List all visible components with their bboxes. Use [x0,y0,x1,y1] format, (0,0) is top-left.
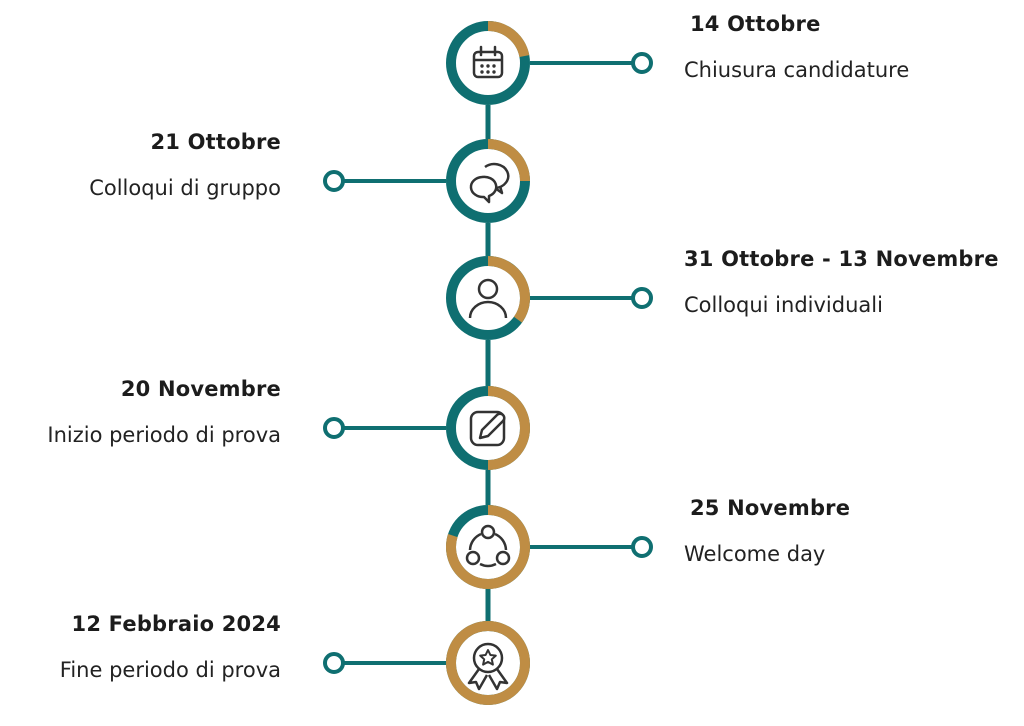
chat-bubbles-icon [469,162,510,204]
milestone-description: Inizio periodo di prova [47,423,281,447]
milestone-node [446,256,530,340]
award-icon [467,642,509,691]
progress-ring-fill [487,21,530,58]
milestone-date: 21 Ottobre [150,130,281,154]
connector-end-dot [631,536,653,558]
connector-end-dot [323,417,345,439]
milestone-description: Chiusura candidature [684,58,910,82]
milestone-node [446,621,530,705]
team-cycle-icon [465,524,511,568]
edit-icon [469,410,506,447]
progress-ring-fill [446,621,530,705]
milestone-node [446,139,530,223]
progress-ring-fill [487,256,530,323]
milestone-date: 25 Novembre [690,496,851,520]
milestone-description: Colloqui di gruppo [89,176,281,200]
connector-end-dot [323,652,345,674]
connector-end-dot [631,52,653,74]
milestone-date: 14 Ottobre [690,12,821,36]
connector-end-dot [631,287,653,309]
progress-ring-fill [446,505,530,589]
progress-ring-fill [487,139,530,182]
milestone-date: 12 Febbraio 2024 [71,612,281,636]
milestone-node [446,386,530,470]
milestone-node [446,505,530,589]
user-icon [468,278,508,319]
connector-end-dot [323,170,345,192]
milestone-node [446,21,530,105]
milestone-description: Colloqui individuali [684,293,883,317]
calendar-icon [472,45,504,79]
milestone-date: 20 Novembre [120,377,281,401]
milestone-description: Welcome day [684,542,826,566]
milestone-description: Fine periodo di prova [59,658,281,682]
milestone-date: 31 Ottobre - 13 Novembre [684,247,999,271]
progress-ring-fill [487,386,530,470]
